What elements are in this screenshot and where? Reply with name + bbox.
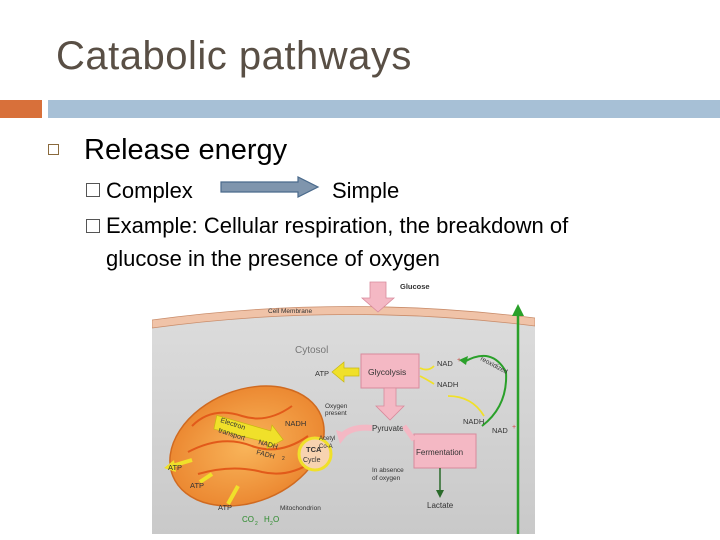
label-nadh-mito: NADH [257,439,278,451]
label-nad-plus-2: NAD [492,426,508,435]
label-co-a: Co-A [319,444,333,450]
label-nad-plus: NAD [437,359,453,368]
label-plus: + [457,357,461,364]
sub-bullet-simple: Simple [332,178,400,203]
label-tca: TCA [306,445,322,454]
label-h2o-o: O [273,515,279,524]
cellular-respiration-diagram: Cell Membrane Cytosol Glucose Glycolysis… [152,281,535,534]
glycolysis-box [360,353,420,389]
accent-bar-blue [48,100,720,118]
label-atp-1: ATP [168,463,182,472]
label-lactate: Lactate [427,501,454,510]
tca-cycle-circle [297,436,333,472]
sub-bullet-example-cont: glucose in the presence of oxygen [106,246,440,271]
label-h2o: H [264,515,270,524]
label-cell-membrane: Cell Membrane [268,308,312,315]
glucose-arrow [360,281,396,313]
label-oxygen: Oxygen [325,403,348,410]
right-arrow-icon [220,176,320,198]
label-of-oxygen: of oxygen [372,475,401,482]
label-nadh-glycolysis: NADH [437,380,458,389]
label-mitochondrion: Mitochondrion [280,505,321,512]
label-co2: CO [242,515,254,524]
label-h2o-sub: 2 [270,521,273,527]
label-glycolysis: Glycolysis [368,367,406,377]
label-pyruvate: Pyruvate [372,424,404,433]
label-atp-2: ATP [190,481,204,490]
sub-bullet-icon [86,183,100,197]
label-nadh-cytosol: NADH [285,419,306,428]
label-atp-3: ATP [218,503,232,512]
label-co2-sub: 2 [255,521,258,527]
label-in-absence: In absence [372,467,404,474]
sub-bullet-complex: Complex [106,178,193,203]
label-fadh: FADH [255,449,275,461]
label-glucose: Glucose [400,282,430,291]
label-fermentation: Fermentation [416,448,463,457]
label-present: present [325,410,347,417]
fermentation-box [413,433,477,469]
slide-title: Catabolic pathways [56,34,412,78]
sub-bullet-icon [86,219,100,233]
bullet-square-icon [48,144,59,155]
atp-arrow [331,361,360,383]
accent-bar-orange [0,100,42,118]
label-nadh-fermentation: NADH [463,417,484,426]
cell-membrane [152,306,535,329]
label-plus-2: + [512,424,516,431]
label-cytosol: Cytosol [295,345,328,356]
bullet-release-energy: Release energy [84,134,288,166]
sub-bullet-example: Example: Cellular respiration, the break… [106,213,569,238]
label-fadh-sub: 2 [282,456,285,462]
label-acetyl: Acetyl [319,436,335,442]
label-cycle: Cycle [303,457,321,464]
label-atp-glycolysis: ATP [315,369,329,378]
